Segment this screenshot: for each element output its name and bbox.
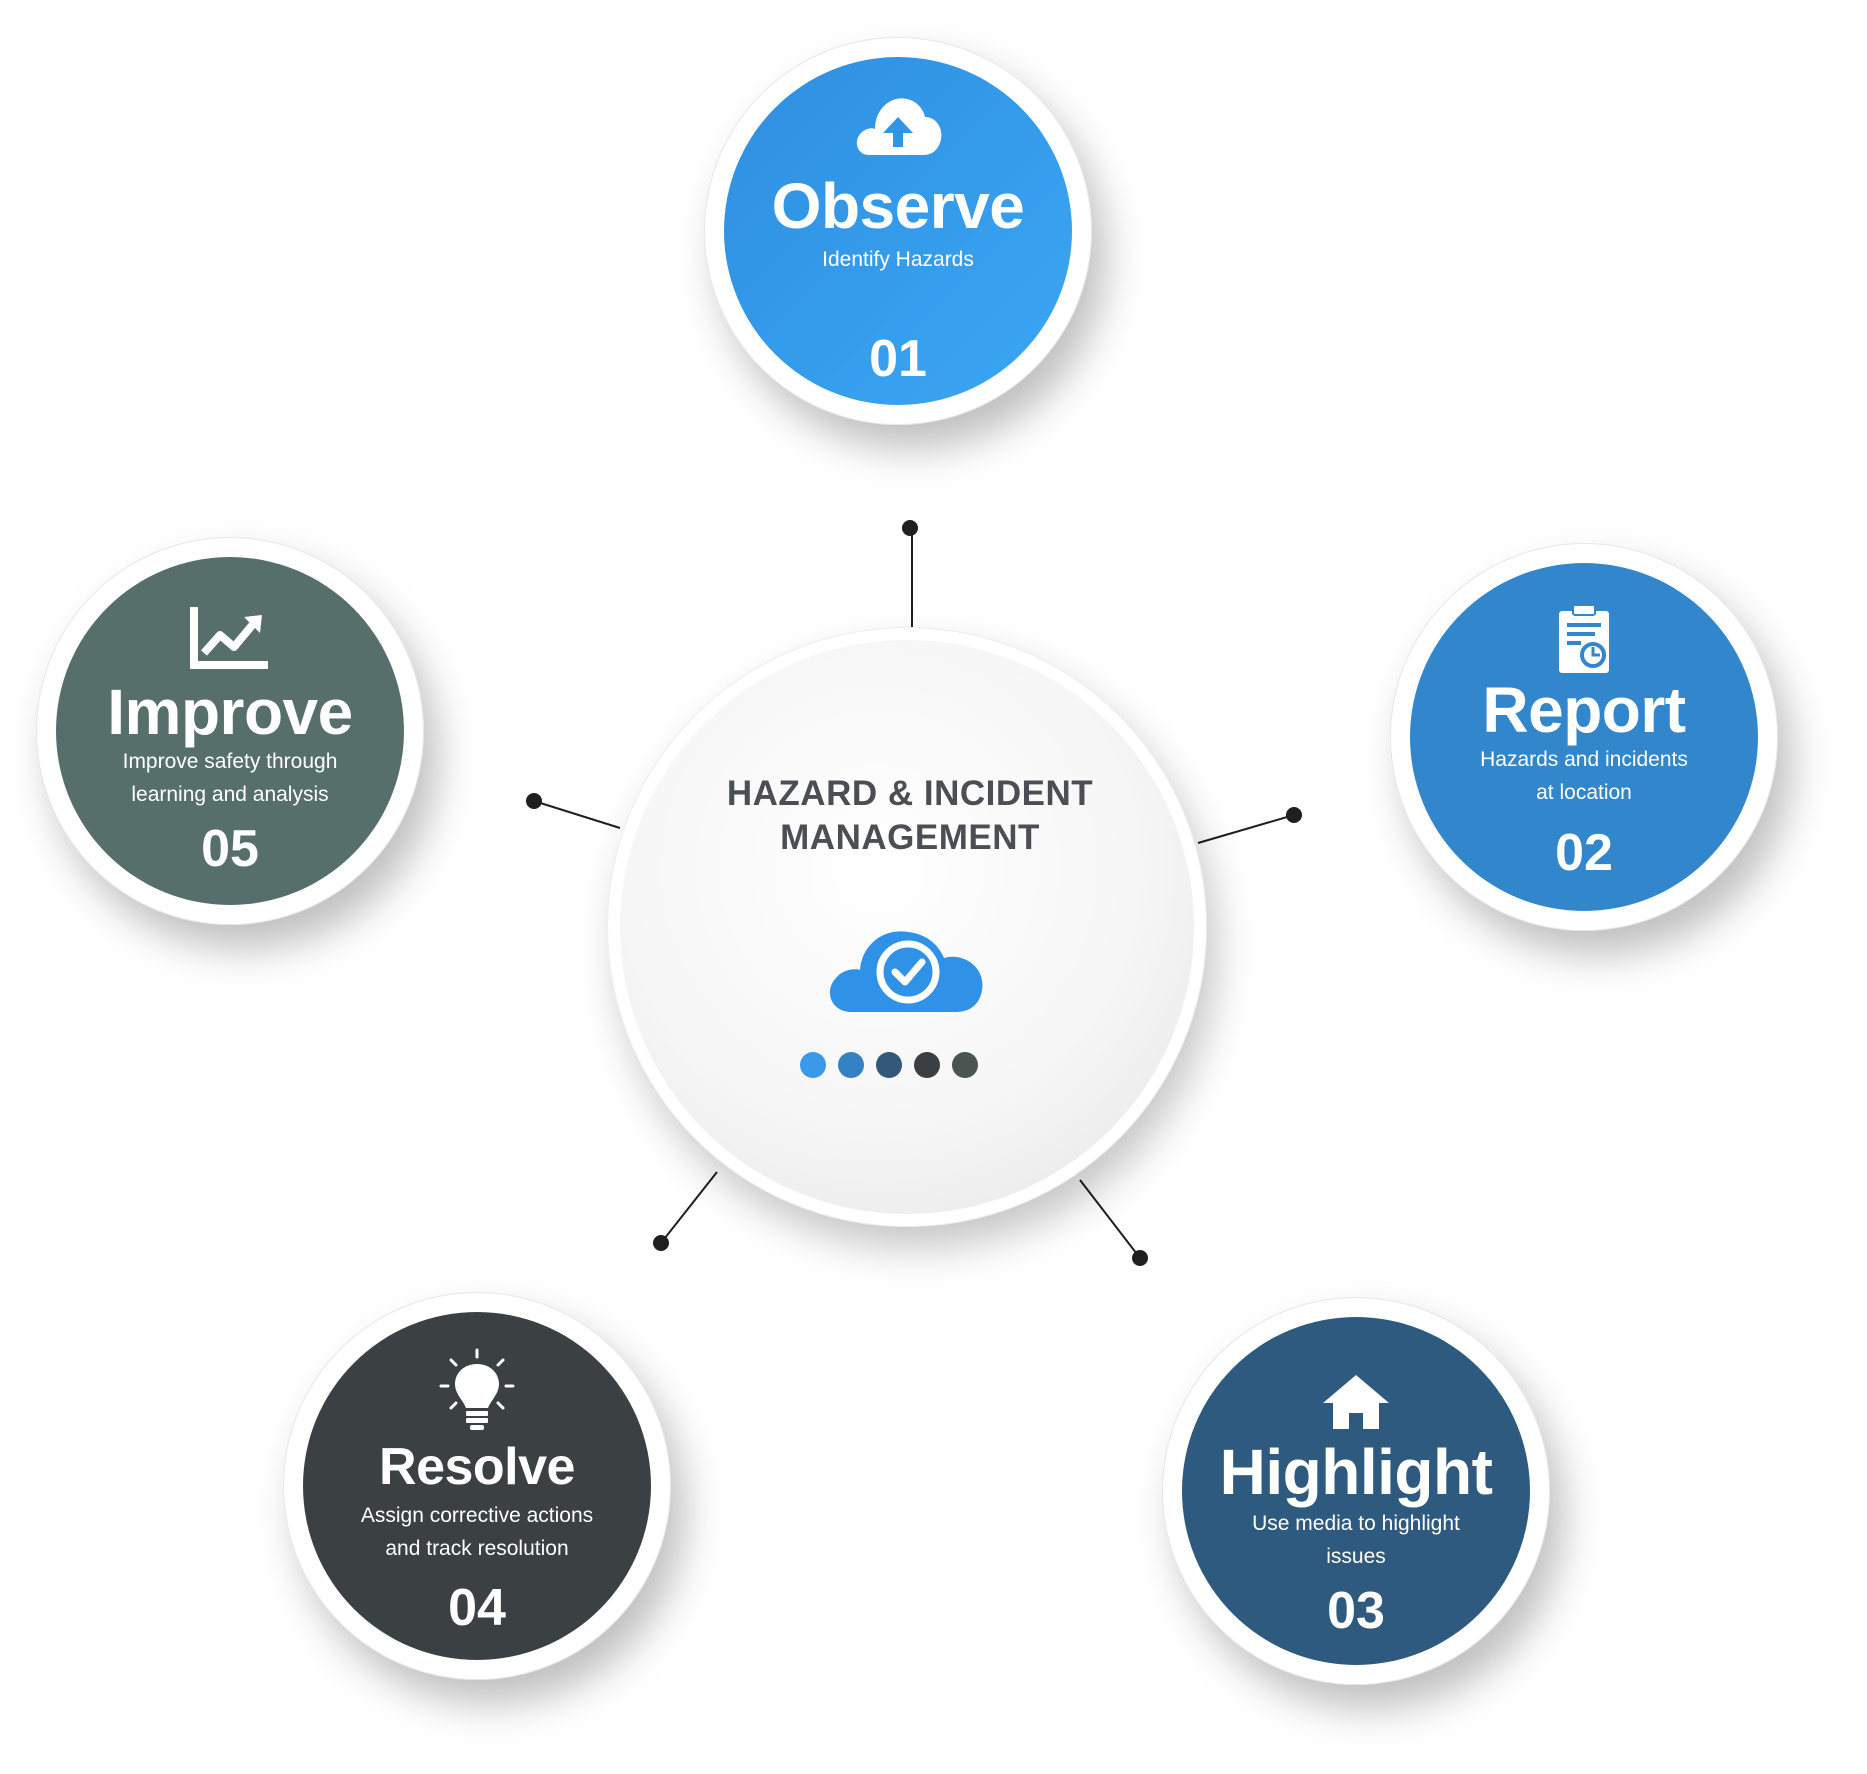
step-highlight-number: 03 [1327, 1582, 1385, 1640]
step-resolve: Resolve Assign corrective actions and tr… [283, 1292, 671, 1680]
step-report-number: 02 [1555, 824, 1613, 882]
step-report-description: Hazards and incidents at location [1424, 743, 1744, 809]
connector-dot-improve [526, 793, 542, 809]
step-resolve-title: Resolve [379, 1438, 575, 1496]
hub-dot [800, 1052, 826, 1078]
step-resolve-number: 04 [448, 1579, 506, 1637]
connector-dot-highlight [1132, 1250, 1148, 1266]
step-resolve-description-line1: Assign corrective actions [360, 1504, 594, 1527]
step-observe: Observe Identify Hazards 01 [704, 37, 1092, 425]
connector-improve [533, 800, 621, 829]
home-icon [1323, 1375, 1389, 1429]
step-resolve-description-line2: and track resolution [385, 1537, 569, 1560]
connector-highlight [1079, 1179, 1141, 1259]
connector-report [1197, 814, 1295, 844]
step-report-title: Report [1482, 674, 1686, 746]
step-improve-description-line2: learning and analysis [131, 783, 329, 806]
hub-title: HAZARD & INCIDENT MANAGEMENT [680, 772, 1140, 860]
step-highlight-description-line2: issues [1326, 1545, 1386, 1568]
step-highlight-description-line1: Use media to highlight [1252, 1512, 1460, 1535]
connector-resolve [660, 1171, 718, 1244]
cloud-check-icon [829, 931, 983, 1012]
lightbulb-icon [439, 1348, 515, 1430]
step-report: Report Hazards and incidents at location… [1390, 543, 1778, 931]
hub-progress-dots [800, 1052, 980, 1080]
connector-dot-report [1286, 807, 1302, 823]
hub-dot [876, 1052, 902, 1078]
step-observe-number: 01 [869, 330, 927, 388]
cloud-upload-icon [856, 98, 942, 155]
step-improve-title: Improve [107, 676, 353, 748]
hub-title-line2: MANAGEMENT [780, 818, 1040, 857]
step-observe-title: Observe [771, 170, 1025, 242]
hub-dot [952, 1052, 978, 1078]
step-improve-disc [56, 557, 404, 905]
step-improve: Improve Improve safety through learning … [36, 537, 424, 925]
step-highlight-description: Use media to highlight issues [1196, 1507, 1516, 1573]
clipboard-report-icon [1559, 605, 1609, 673]
step-highlight: Highlight Use media to highlight issues … [1162, 1297, 1550, 1685]
connector-dot-resolve [653, 1235, 669, 1251]
hub-circle [620, 640, 1194, 1214]
hub-dot [914, 1052, 940, 1078]
step-highlight-title: Highlight [1219, 1436, 1493, 1508]
step-improve-number: 05 [201, 820, 259, 878]
trend-chart-icon [190, 607, 268, 669]
step-report-description-line1: Hazards and incidents [1480, 748, 1688, 771]
step-observe-description: Identify Hazards [822, 248, 974, 271]
step-resolve-description: Assign corrective actions and track reso… [317, 1499, 637, 1565]
hub-dot [838, 1052, 864, 1078]
connector-dot-observe [902, 520, 918, 536]
hub-title-line1: HAZARD & INCIDENT [726, 774, 1094, 813]
step-improve-description: Improve safety through learning and anal… [70, 745, 390, 811]
step-report-description-line2: at location [1536, 781, 1632, 804]
step-improve-description-line1: Improve safety through [122, 750, 338, 773]
